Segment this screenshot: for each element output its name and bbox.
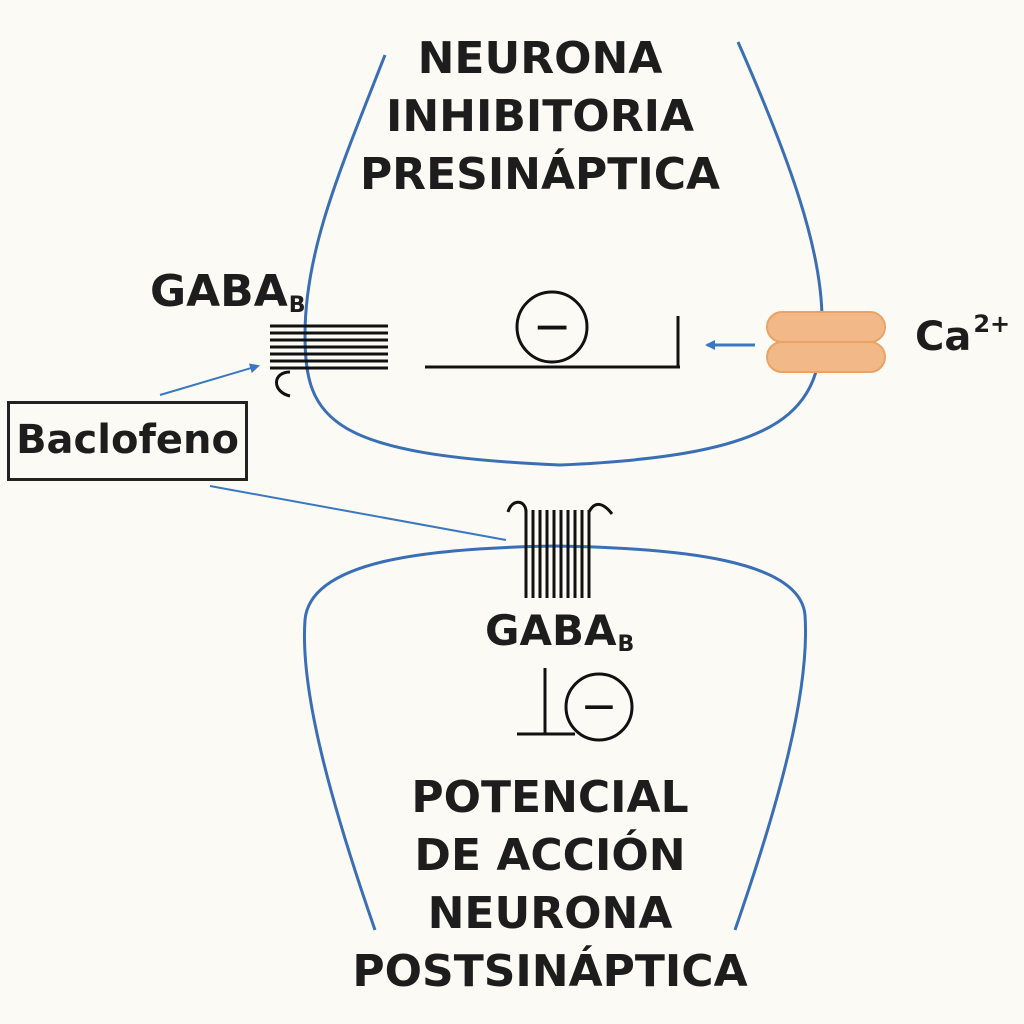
postsynaptic-receptor-label: GABAB (485, 606, 634, 657)
presynaptic-line-3: PRESINÁPTICA (359, 149, 721, 200)
presynaptic-line-2: INHIBITORIA (385, 91, 695, 142)
presynaptic-inhibition-bar (425, 316, 680, 369)
presynaptic-inhibition-sign: − (533, 299, 572, 353)
presynaptic-line-1: NEURONA (417, 33, 663, 84)
baclofen-label: Baclofeno (16, 417, 239, 463)
postsynaptic-line-3: NEURONA (427, 888, 673, 939)
postsynaptic-inhibition-bar (517, 668, 575, 736)
baclofen-to-postsynaptic-line (209, 485, 507, 541)
calcium-charge: 2+ (973, 310, 1011, 338)
postsynaptic-neuron-title: POTENCIAL DE ACCIÓN NEURONA POSTSINÁPTIC… (340, 769, 760, 1001)
postsynaptic-line-1: POTENCIAL (411, 772, 689, 823)
postsynaptic-gabab-receptor (506, 500, 614, 598)
postsynaptic-line-2: DE ACCIÓN (414, 830, 686, 881)
calcium-base: Ca (915, 314, 972, 360)
postsynaptic-line-4: POSTSINÁPTICA (352, 946, 748, 997)
receptor-top-base: GABA (150, 266, 288, 317)
postsynaptic-inhibition-sign: − (581, 681, 618, 732)
presynaptic-inhibition-circle (515, 290, 589, 364)
presynaptic-gabab-receptor (270, 324, 388, 398)
baclofen-box (7, 401, 248, 481)
presynaptic-neuron-title: NEURONA INHIBITORIA PRESINÁPTICA (330, 30, 750, 204)
calcium-channel (766, 311, 886, 373)
postsynaptic-inhibition-circle (564, 672, 634, 742)
calcium-label: Ca2+ (915, 310, 1010, 360)
receptor-top-sub: B (288, 293, 306, 318)
baclofen-to-presynaptic-arrow (159, 363, 260, 396)
receptor-bottom-sub: B (617, 632, 635, 657)
receptor-bottom-base: GABA (485, 606, 617, 655)
presynaptic-receptor-label: GABAB (150, 266, 306, 318)
presynaptic-membrane (303, 41, 824, 467)
